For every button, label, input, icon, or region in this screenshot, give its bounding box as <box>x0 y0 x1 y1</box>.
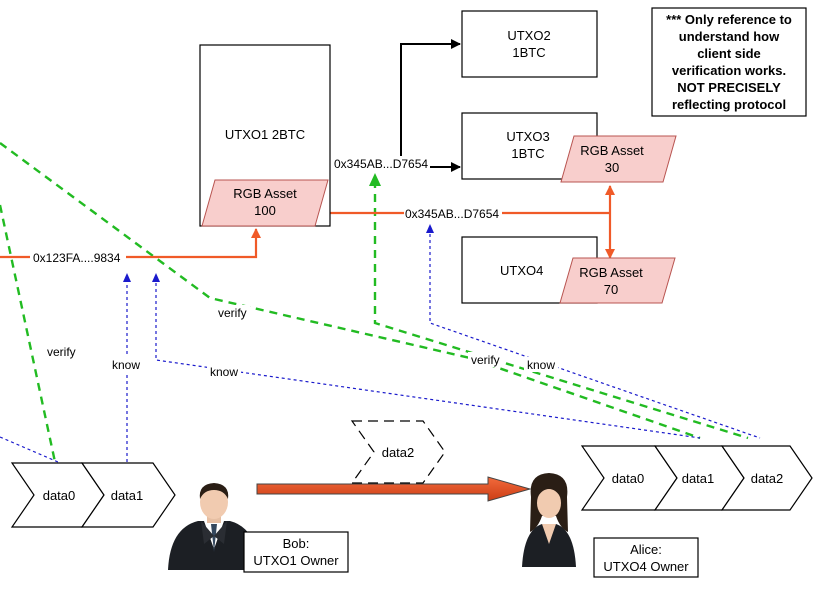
utxo1-asset-label: RGB Asset <box>233 186 297 201</box>
utxo1-label: UTXO1 2BTC <box>225 127 305 142</box>
utxo2-line1: UTXO2 <box>507 28 550 43</box>
verify-label-mid: verify <box>218 306 247 320</box>
note-line-1: *** Only reference to <box>666 12 792 27</box>
note-line-2: understand how <box>679 29 780 44</box>
know-arrowhead-1 <box>123 273 131 282</box>
know-edge-bob-data0 <box>0 436 59 463</box>
utxo3: UTXO3 1BTC RGB Asset 30 <box>461 112 677 183</box>
utxo4-asset-label: RGB Asset <box>579 265 643 280</box>
know-label-left: know <box>112 358 140 372</box>
verify-arrowhead <box>369 173 381 186</box>
transfer-data2-chevron <box>350 420 446 484</box>
verify-label-left: verify <box>47 345 76 359</box>
transfer-arrow <box>256 476 532 502</box>
alice-chain-data2 <box>720 445 813 511</box>
know-arrowhead-3 <box>426 224 434 233</box>
know-label-right: know <box>527 358 555 372</box>
bob-owner-line2: UTXO1 Owner <box>253 553 339 568</box>
alice-owner-label: Alice: UTXO4 Owner <box>593 537 699 578</box>
tx2-label-upper: 0x345AB...D7654 <box>334 157 428 171</box>
utxo4-asset <box>559 257 676 304</box>
btc-edges <box>400 39 461 172</box>
utxo4: UTXO4 RGB Asset 70 <box>461 236 676 304</box>
know-label-mid: know <box>210 365 238 379</box>
disclaimer-note: *** Only reference to understand how cli… <box>651 7 807 117</box>
utxo2-box <box>461 10 598 78</box>
utxo2-line2: 1BTC <box>512 45 545 60</box>
note-line-6: reflecting protocol <box>672 97 786 112</box>
edge-labels: verify know verify know verify know <box>44 305 558 379</box>
verify-edge-diagonal <box>0 142 701 440</box>
alice-owner-line2: UTXO4 Owner <box>603 559 689 574</box>
transfer-data2-label: data2 <box>382 445 415 460</box>
utxo4-asset-amount: 70 <box>604 282 618 297</box>
utxo1: UTXO1 2BTC RGB Asset 100 <box>199 44 331 227</box>
alice-chain-data0-label: data0 <box>612 471 645 486</box>
alice-data-chain: data0 data1 data2 <box>580 445 813 511</box>
alice-owner-line1: Alice: <box>630 542 662 557</box>
bob-chain-data1 <box>80 462 176 528</box>
utxo3-asset-amount: 30 <box>605 160 619 175</box>
bob-owner-line1: Bob: <box>283 536 310 551</box>
alice-avatar <box>522 473 576 567</box>
bob-owner-box <box>243 531 349 573</box>
utxo1-asset-amount: 100 <box>254 203 276 218</box>
know-arrowhead-2 <box>152 273 160 282</box>
verify-edges <box>0 142 749 463</box>
note-line-5: NOT PRECISELY <box>677 80 781 95</box>
utxo3-asset <box>560 135 677 183</box>
utxo2: UTXO2 1BTC <box>461 10 598 78</box>
utxo1-asset <box>201 179 329 227</box>
tx1-label: 0x123FA....9834 <box>33 251 121 265</box>
alice-chain-data1-label: data1 <box>682 471 715 486</box>
utxo4-label: UTXO4 <box>500 263 543 278</box>
verify-edge-to-tx2 <box>373 180 749 440</box>
bob-avatar <box>168 483 260 570</box>
know-edge-tx2b <box>429 228 761 439</box>
transfer-data: data2 <box>350 420 446 484</box>
bob-chain-data0-label: data0 <box>43 488 76 503</box>
note-line-3: client side <box>697 46 761 61</box>
utxo3-asset-label: RGB Asset <box>580 143 644 158</box>
btc-edge-utxo2 <box>400 39 461 160</box>
disclaimer-box <box>651 7 807 117</box>
tx2-label-lower: 0x345AB...D7654 <box>405 207 499 221</box>
bob-chain-data1-label: data1 <box>111 488 144 503</box>
verify-edge-left <box>0 204 57 463</box>
utxo3-line2: 1BTC <box>511 146 544 161</box>
utxo3-line1: UTXO3 <box>506 129 549 144</box>
tx-labels: 0x123FA....9834 0x345AB...D7654 0x345AB.… <box>30 156 502 265</box>
alice-owner-box <box>593 537 699 578</box>
bob-owner-label: Bob: UTXO1 Owner <box>243 531 349 573</box>
bob-data-chain: data0 data1 <box>10 462 176 528</box>
note-line-4: verification works. <box>672 63 786 78</box>
alice-chain-data2-label: data2 <box>751 471 784 486</box>
verify-label-right: verify <box>471 353 500 367</box>
